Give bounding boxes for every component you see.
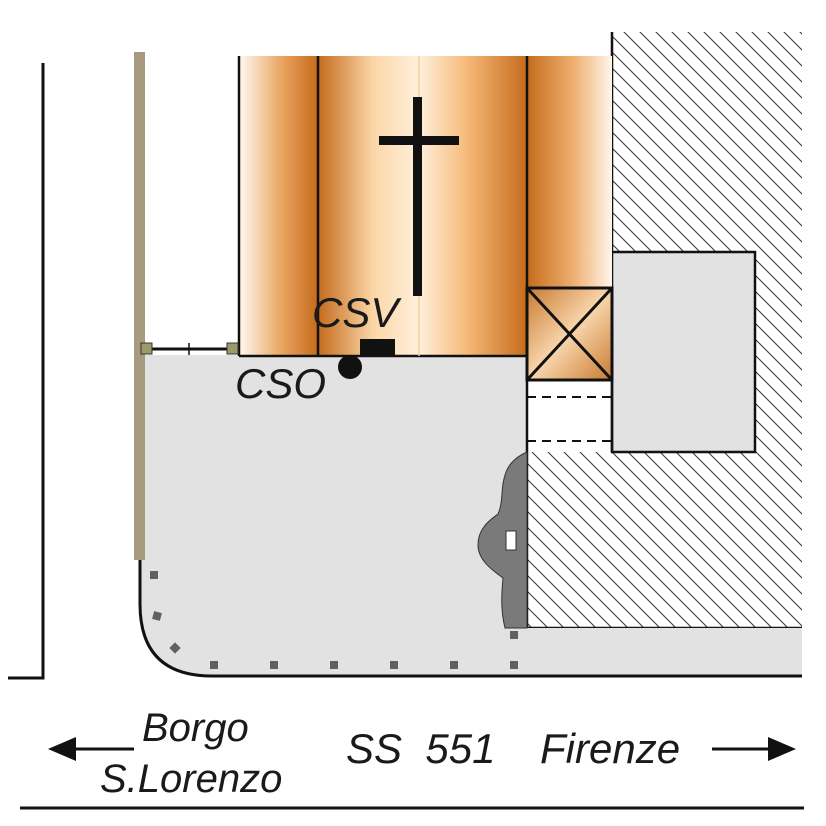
copper-panel-3 — [419, 56, 527, 356]
wall-strip — [134, 52, 145, 560]
csv-label: CSV — [312, 289, 402, 336]
crossed-box — [525, 286, 614, 382]
csv-marker — [360, 339, 395, 355]
hatched-building — [527, 32, 802, 628]
copper-panel-4 — [527, 56, 612, 288]
road-label: SS 551 — [346, 725, 495, 772]
copper-building-outline — [237, 56, 529, 358]
gray-feature — [477, 451, 528, 629]
copper-panel-2 — [318, 56, 419, 356]
gate — [140, 342, 239, 355]
pavement-outline — [138, 560, 802, 678]
side-block — [610, 250, 757, 454]
right-arrow-icon — [768, 737, 796, 761]
left-boundary-line — [8, 63, 45, 680]
borgo-label-line2: S.Lorenzo — [100, 757, 282, 801]
cross-icon — [379, 97, 459, 296]
gray-feature-marker — [505, 530, 517, 551]
left-arrow-icon — [48, 737, 76, 761]
cso-label: CSO — [235, 360, 326, 407]
path-markers — [150, 571, 518, 669]
borgo-label-line1: Borgo — [142, 706, 249, 750]
passage-lines — [525, 380, 614, 452]
firenze-label: Firenze — [540, 725, 680, 772]
pavement-area — [140, 355, 802, 676]
copper-panel-1 — [239, 56, 318, 356]
cso-marker — [338, 355, 362, 379]
